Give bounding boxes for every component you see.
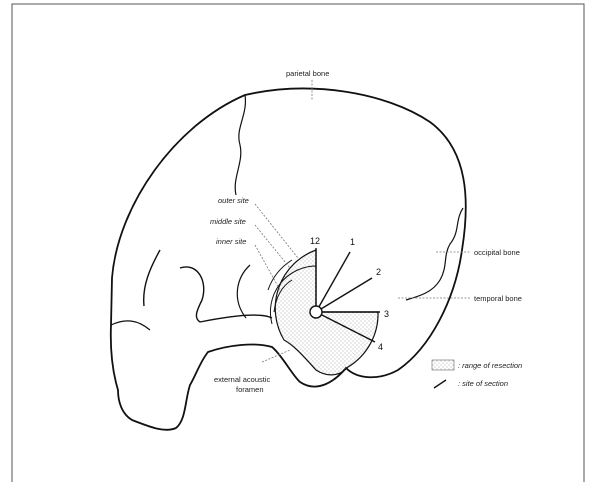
section-line-2	[316, 278, 372, 312]
orbit-outline	[144, 250, 160, 306]
squamous-arc	[237, 265, 250, 318]
legend-site-swatch	[434, 380, 446, 388]
clock-number-2: 2	[376, 267, 381, 277]
legend-range-label: : range of resection	[458, 361, 522, 370]
label-foramen-line2: foramen	[236, 385, 264, 394]
zygomatic-arch	[200, 315, 272, 322]
legend: : range of resection : site of section	[432, 360, 522, 388]
label-middle-site: middle site	[210, 217, 246, 226]
label-foramen-line1: external acoustic	[214, 375, 271, 384]
label-inner-site: inner site	[216, 237, 246, 246]
legend-site-label: : site of section	[458, 379, 508, 388]
label-parietal-bone: parietal bone	[286, 69, 329, 78]
clock-number-3: 3	[384, 309, 389, 319]
skull-outline	[111, 89, 466, 430]
clock-number-12: 12	[310, 236, 320, 246]
coronal-suture	[235, 95, 245, 195]
legend-range-swatch	[432, 360, 454, 370]
cheekbone-outline	[180, 267, 204, 322]
label-occipital-bone: occipital bone	[474, 248, 520, 257]
label-outer-site: outer site	[218, 196, 249, 205]
clock-number-1: 1	[350, 237, 355, 247]
acoustic-foramen	[310, 306, 322, 318]
clock-number-4: 4	[378, 342, 383, 352]
label-temporal-bone: temporal bone	[474, 294, 522, 303]
section-line-1	[316, 252, 350, 312]
nasal-outline	[111, 321, 150, 330]
